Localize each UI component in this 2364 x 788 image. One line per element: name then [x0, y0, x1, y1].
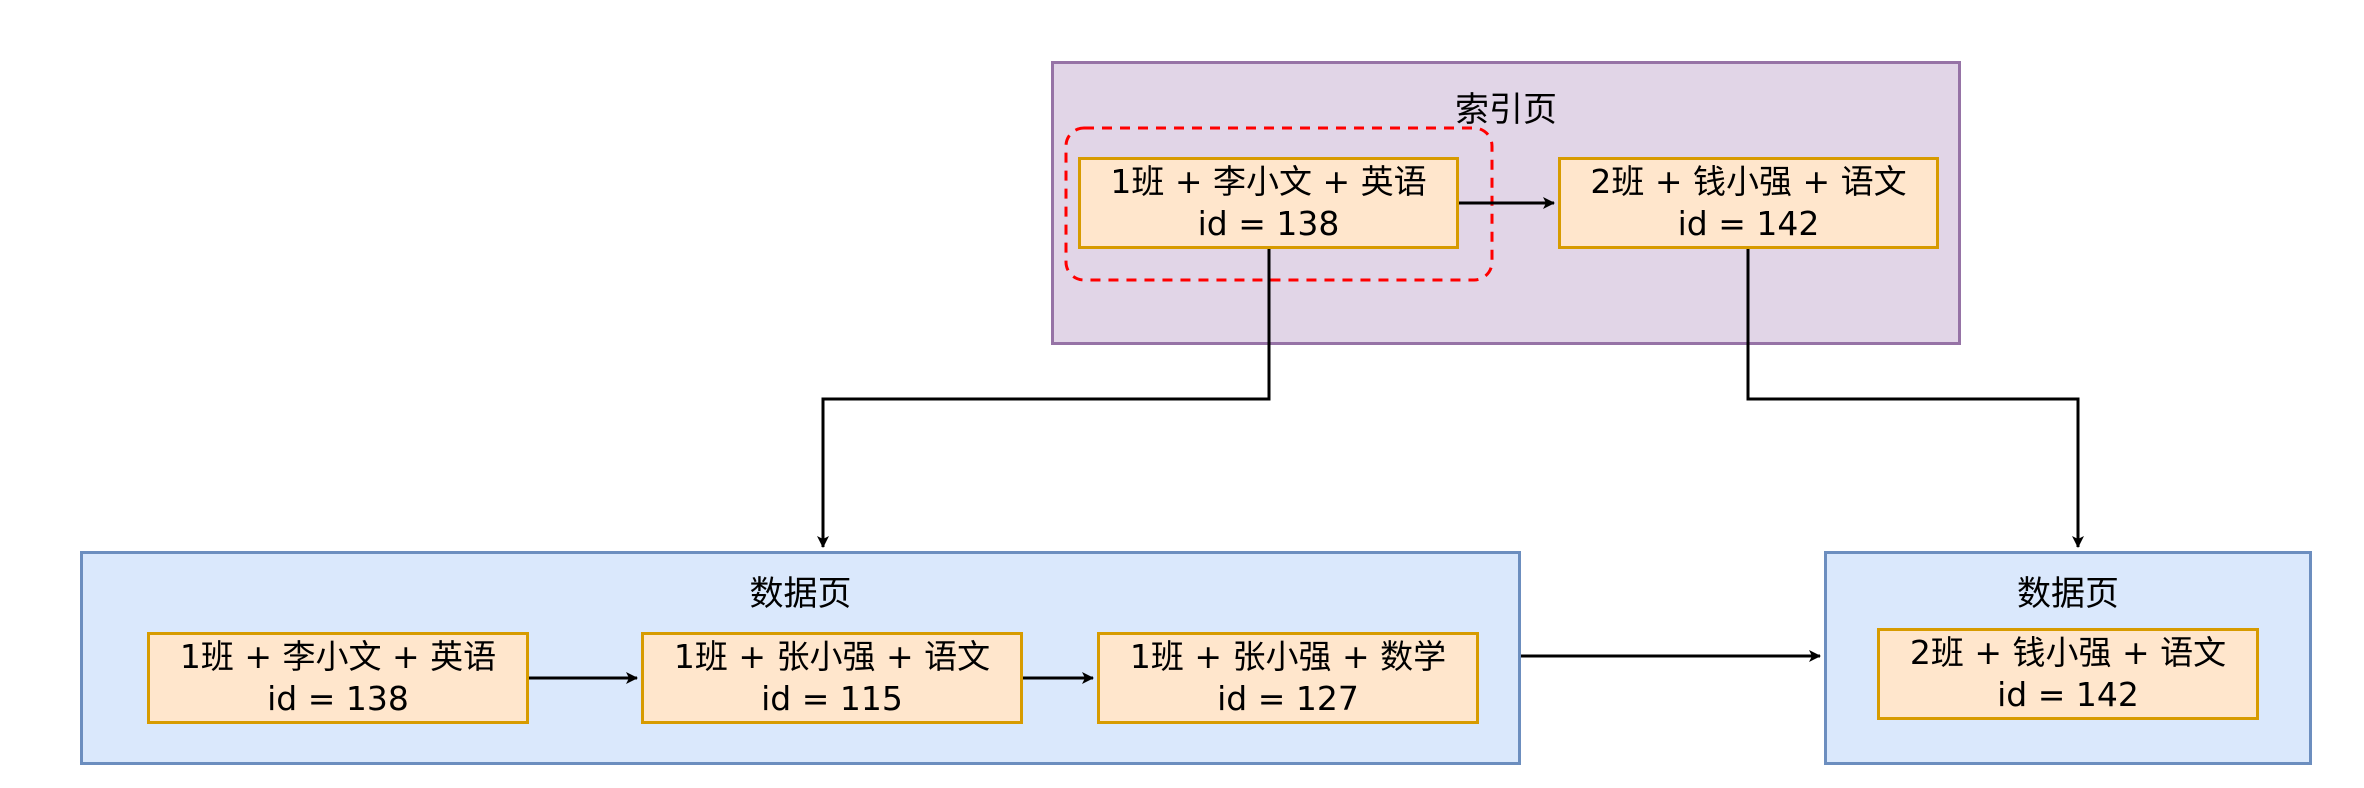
record-label: 1班 + 李小文 + 英语	[1110, 162, 1427, 201]
index-record-2[interactable]: 2班 + 钱小强 + 语文 id = 142	[1558, 157, 1939, 249]
data-page-1-record-3[interactable]: 1班 + 张小强 + 数学 id = 127	[1097, 632, 1479, 724]
record-id: id = 138	[267, 679, 409, 718]
record-id: id = 142	[1677, 204, 1820, 243]
data-page-2-title: 数据页	[2017, 574, 2119, 614]
record-label: 1班 + 张小强 + 语文	[673, 637, 991, 676]
data-page-1-record-2[interactable]: 1班 + 张小强 + 语文 id = 115	[641, 632, 1023, 724]
record-id: id = 138	[1197, 204, 1340, 243]
record-label: 2班 + 钱小强 + 语文	[1590, 162, 1907, 201]
record-id: id = 127	[1217, 679, 1359, 718]
index-page-title: 索引页	[1455, 90, 1557, 130]
data-page-1-record-1[interactable]: 1班 + 李小文 + 英语 id = 138	[147, 632, 529, 724]
record-label: 2班 + 钱小强 + 语文	[1909, 633, 2227, 672]
data-page-2-record-1[interactable]: 2班 + 钱小强 + 语文 id = 142	[1877, 628, 2259, 720]
index-record-1[interactable]: 1班 + 李小文 + 英语 id = 138	[1078, 157, 1459, 249]
record-label: 1班 + 李小文 + 英语	[179, 637, 497, 676]
record-id: id = 115	[761, 679, 903, 718]
data-page-1-title: 数据页	[749, 574, 852, 614]
record-label: 1班 + 张小强 + 数学	[1129, 637, 1447, 676]
record-id: id = 142	[1997, 675, 2139, 714]
